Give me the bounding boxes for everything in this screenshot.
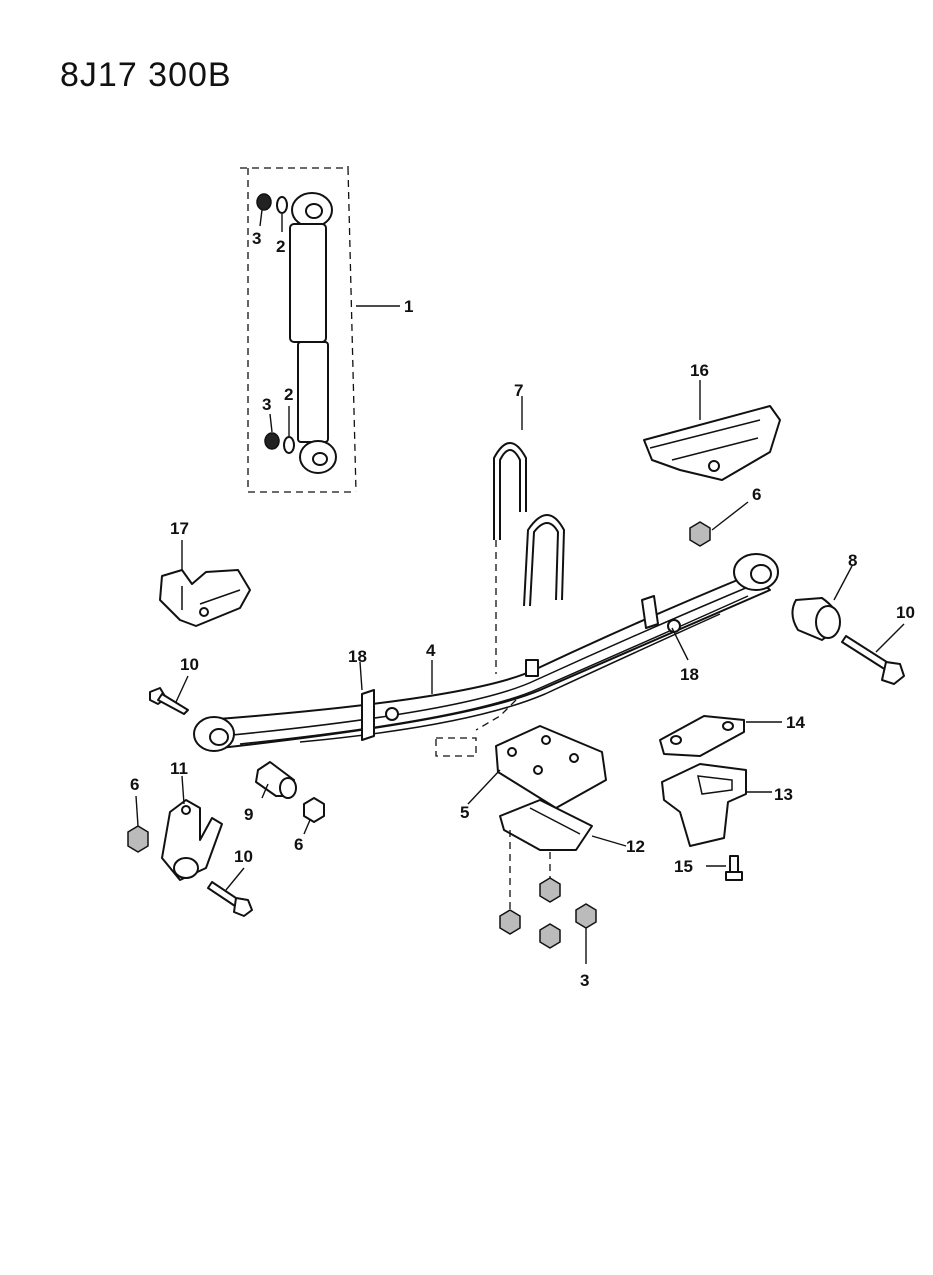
- callout-12: 12: [626, 837, 645, 856]
- shock-absorber-group: [240, 166, 400, 493]
- callout-4: 4: [426, 641, 436, 660]
- callout-14: 14: [786, 713, 805, 732]
- callout-6-middle: 6: [294, 835, 303, 854]
- u-bolts: [493, 396, 565, 607]
- callout-7: 7: [514, 381, 523, 400]
- bushing-9: [255, 761, 297, 799]
- nuts-3-lower: [499, 830, 597, 964]
- callout-8: 8: [848, 551, 857, 570]
- bracket-16: [643, 380, 781, 481]
- bracket-17: [159, 540, 251, 627]
- bolt-10-right: [841, 623, 905, 685]
- callout-5: 5: [460, 803, 469, 822]
- callout-6-left: 6: [130, 775, 139, 794]
- callout-16: 16: [690, 361, 709, 380]
- callout-3-bottom: 3: [580, 971, 589, 990]
- nut-6-middle: [303, 797, 325, 835]
- callout-10-left: 10: [180, 655, 199, 674]
- callout-3-upper: 3: [252, 229, 261, 248]
- nut-6-upper: [689, 501, 749, 547]
- callout-2-lower: 2: [284, 385, 293, 404]
- bolt-15: [706, 855, 743, 881]
- callout-9: 9: [244, 805, 253, 824]
- spring-plate-5: [467, 725, 607, 809]
- callout-13: 13: [774, 785, 793, 804]
- callout-18-right: 18: [680, 665, 699, 684]
- callout-3-lower: 3: [262, 395, 271, 414]
- callout-6-upper: 6: [752, 485, 761, 504]
- callout-11: 11: [170, 759, 188, 778]
- callout-10-right: 10: [896, 603, 915, 622]
- shackle-11: [161, 775, 223, 881]
- callout-2-upper: 2: [276, 237, 285, 256]
- callout-15: 15: [674, 857, 693, 876]
- callout-1: 1: [404, 297, 413, 316]
- bolt-10-lower: [207, 867, 253, 917]
- bolt-10-left: [149, 675, 189, 715]
- plate-14: [659, 715, 782, 757]
- callout-10-lower: 10: [234, 847, 253, 866]
- plate-12: [499, 799, 627, 851]
- drawing-code: 8J17 300B: [60, 56, 232, 94]
- callout-17: 17: [170, 519, 189, 538]
- callout-18-left: 18: [348, 647, 367, 666]
- block-13: [661, 763, 772, 847]
- bushing-8: [791, 565, 853, 641]
- nut-6-left: [127, 795, 149, 853]
- leaf-spring: [193, 540, 779, 757]
